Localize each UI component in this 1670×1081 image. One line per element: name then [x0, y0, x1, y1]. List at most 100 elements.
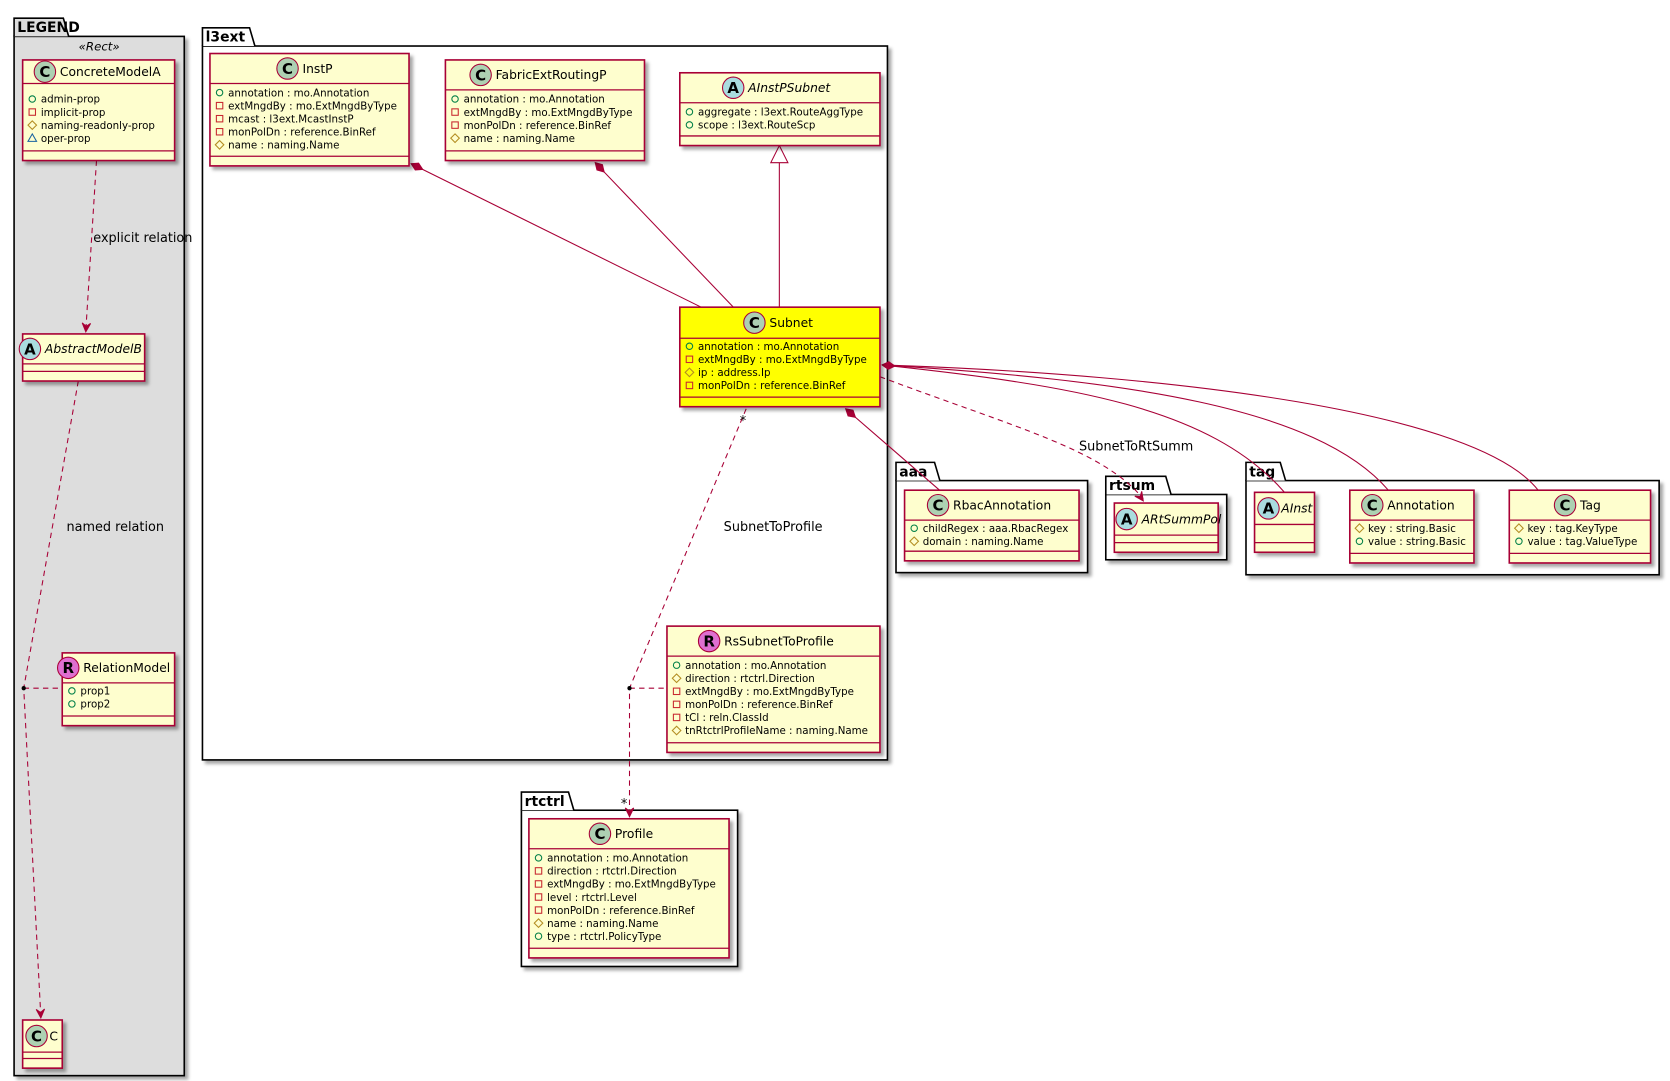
private-icon: [534, 893, 543, 901]
class-attribute: direction : rtctrl.Direction: [547, 866, 677, 878]
arrowhead-icon: [624, 807, 635, 818]
class-attribute: oper-prop: [41, 133, 91, 145]
protected-icon: [533, 918, 544, 929]
private-icon: [28, 108, 37, 116]
class-kind-letter: C: [475, 66, 486, 84]
class-kind-letter: A: [727, 79, 739, 97]
package-name: aaa: [899, 464, 927, 480]
package-tab: [13, 17, 70, 37]
class-kind-icon: [1257, 497, 1280, 520]
protected-icon: [214, 139, 225, 150]
class-kind-icon: [25, 1024, 48, 1048]
class-attribute: monPolDn : reference.BinRef: [464, 120, 612, 132]
class-kind-letter: C: [1367, 497, 1378, 515]
class-attribute: extMngdBy : mo.ExtMngdByType: [547, 879, 716, 891]
class-name: Annotation: [1387, 498, 1454, 512]
subnet-to-rtsumm-label: SubnetToRtSumm: [1079, 440, 1193, 455]
protected-icon: [671, 725, 682, 736]
protected-icon: [27, 120, 38, 131]
package-name: rtctrl: [525, 794, 565, 810]
class-attribute: value : tag.ValueType: [1527, 536, 1637, 548]
package-body: [13, 35, 186, 1077]
public-icon: [685, 108, 694, 116]
class-name: FabricExtRoutingP: [496, 68, 607, 82]
class-name: InstP: [303, 62, 333, 76]
arrowhead-icon: [35, 1008, 46, 1020]
public-icon: [534, 854, 543, 862]
class-box: [209, 52, 410, 167]
subnet-annotation-composition: [882, 364, 1389, 491]
class-name: RbacAnnotation: [953, 498, 1051, 512]
public-icon: [28, 95, 37, 103]
class-attribute: tCl : reln.ClassId: [685, 712, 769, 724]
public-icon: [672, 661, 681, 669]
multiplicity-label: *: [621, 797, 628, 812]
private-icon: [451, 108, 459, 116]
class-attribute: annotation : mo.Annotation: [228, 87, 369, 99]
public-icon: [685, 121, 694, 129]
class-attribute: admin-prop: [41, 94, 100, 106]
named-relation-label: named relation: [67, 520, 164, 535]
junction-dot: [627, 686, 632, 691]
private-icon: [215, 128, 224, 136]
arrowhead-icon: [1134, 491, 1144, 502]
class-attribute: key : tag.KeyType: [1527, 523, 1617, 535]
private-icon: [685, 355, 694, 364]
class-kind-icon: [1553, 493, 1577, 517]
package-name: LEGEND: [17, 20, 79, 36]
class-name: C: [49, 1029, 58, 1043]
package-tab: [1104, 475, 1172, 495]
public-icon: [215, 88, 224, 97]
class-attribute: prop2: [80, 699, 110, 711]
class-kind-letter: C: [39, 63, 50, 81]
private-icon: [534, 867, 543, 875]
class-attribute: value : string.Basic: [1368, 536, 1466, 548]
class-attribute: name : naming.Name: [547, 918, 658, 930]
protected-icon: [1354, 523, 1365, 534]
class-kind-icon: [743, 311, 766, 334]
class-kind-letter: R: [703, 632, 715, 650]
subnet-tag-composition: [882, 364, 1539, 491]
class-box: [679, 71, 881, 147]
private-icon: [672, 713, 681, 722]
protected-icon: [909, 536, 920, 547]
class-attribute: monPolDn : reference.BinRef: [698, 380, 846, 392]
package-tab: [1245, 461, 1287, 481]
class-attribute: name : naming.Name: [228, 140, 339, 152]
class-kind-icon: [1115, 507, 1138, 531]
class-kind-letter: C: [749, 314, 760, 332]
class-attribute: level : rtctrl.Level: [547, 892, 637, 904]
class-kind-icon: [18, 337, 42, 361]
package-name: rtsum: [1109, 478, 1155, 494]
protected-icon: [671, 673, 682, 684]
public-icon: [910, 524, 918, 532]
protected-icon: [450, 133, 461, 144]
class-attribute: tnRtctrlProfileName : naming.Name: [685, 725, 868, 737]
class-kind-icon: [469, 63, 492, 87]
public-icon: [534, 932, 543, 940]
protected-icon: [1513, 523, 1524, 534]
class-attribute: annotation : mo.Annotation: [547, 853, 688, 865]
class-attribute: extMngdBy : mo.ExtMngdByType: [685, 686, 854, 698]
class-kind-letter: C: [1560, 497, 1571, 515]
package-name: l3ext: [206, 30, 246, 46]
private-icon: [215, 101, 224, 110]
subnet-rbac-composition: [845, 408, 943, 493]
class-attribute: direction : rtctrl.Direction: [685, 673, 815, 685]
private-icon: [672, 700, 681, 709]
